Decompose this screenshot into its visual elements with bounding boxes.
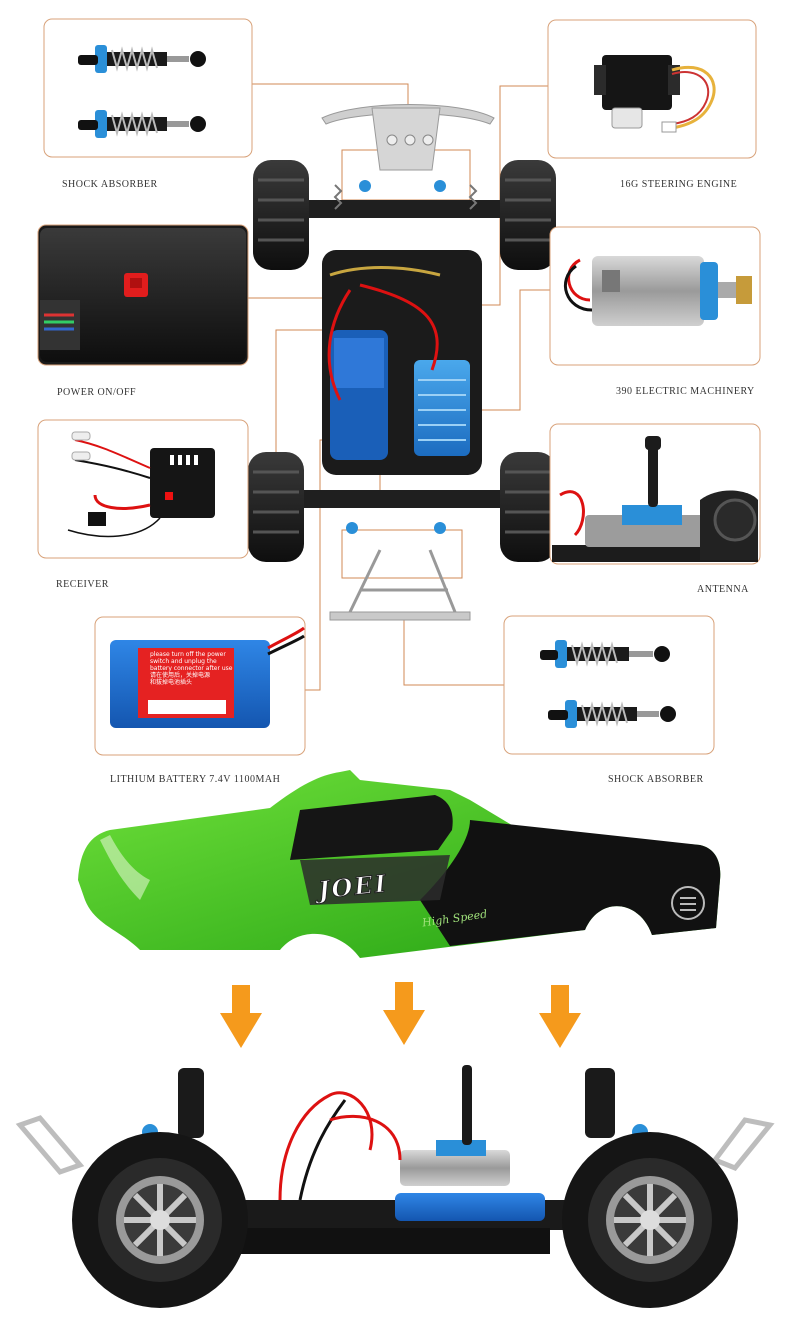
shock-absorber-icon bbox=[540, 640, 676, 728]
chassis-top-view bbox=[248, 104, 556, 621]
electric-motor-callout bbox=[549, 226, 761, 366]
label-receiver: RECEIVER bbox=[56, 579, 109, 590]
servo-icon bbox=[594, 55, 716, 133]
antenna-callout bbox=[549, 423, 761, 565]
body-shell bbox=[78, 770, 721, 958]
label-lithium-battery: LITHIUM BATTERY 7.4V 1100MAH bbox=[110, 774, 281, 785]
receiver-callout bbox=[37, 419, 249, 559]
sticker-line: battery connector after use bbox=[150, 665, 233, 672]
sticker-line: 请在使用后，关掉电源 bbox=[150, 672, 211, 679]
battery-icon bbox=[110, 626, 305, 728]
arrow-down-icon bbox=[220, 985, 262, 1048]
rear-wheel bbox=[562, 1132, 738, 1308]
label-shock-absorber-top: SHOCK ABSORBER bbox=[62, 179, 158, 190]
arrow-down-icon bbox=[539, 985, 581, 1048]
car-side-view bbox=[15, 1065, 775, 1308]
power-switch-callout bbox=[37, 224, 249, 366]
shock-absorber-bottom-callout bbox=[503, 615, 715, 755]
shock-absorber-icon bbox=[78, 45, 206, 138]
sticker-line: 和拔掉电池插头 bbox=[150, 679, 193, 686]
sticker-line: please turn off the power bbox=[150, 651, 226, 658]
label-steering-engine: 16G STEERING ENGINE bbox=[620, 179, 738, 190]
label-antenna: ANTENNA bbox=[697, 584, 749, 595]
label-electric-motor: 390 ELECTRIC MACHINERY bbox=[616, 386, 755, 397]
assembly-arrows bbox=[220, 982, 581, 1048]
battery-callout bbox=[94, 616, 306, 756]
receiver-icon bbox=[67, 431, 215, 538]
front-wheel bbox=[72, 1132, 248, 1308]
battery-warning-sticker: please turn off the power switch and unp… bbox=[150, 651, 240, 686]
steering-engine-callout bbox=[547, 19, 757, 159]
power-switch-icon bbox=[124, 273, 148, 297]
shock-absorber-top-callout bbox=[43, 18, 253, 158]
sticker-line: switch and unplug the bbox=[150, 658, 217, 665]
antenna-icon bbox=[552, 436, 758, 562]
motor-icon bbox=[564, 256, 752, 326]
arrow-down-icon bbox=[383, 982, 425, 1045]
label-shock-absorber-bottom: SHOCK ABSORBER bbox=[608, 774, 704, 785]
label-power-switch: POWER ON/OFF bbox=[57, 387, 137, 398]
